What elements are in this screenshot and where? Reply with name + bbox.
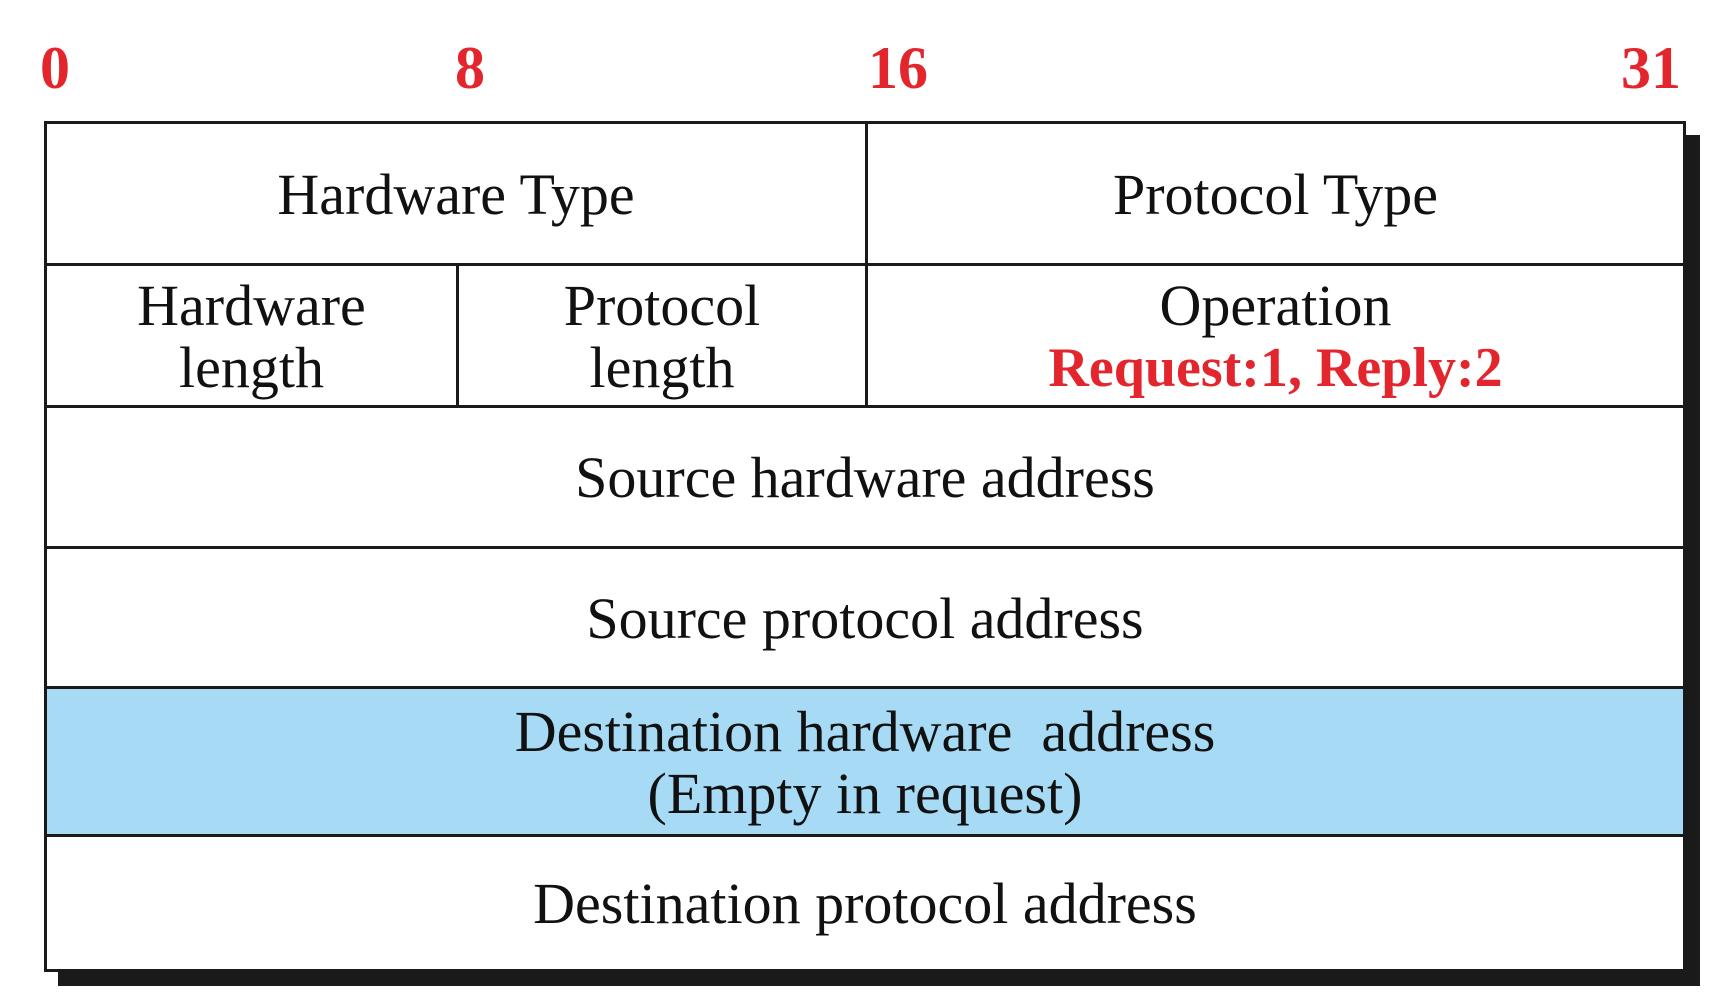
field-label: length bbox=[589, 334, 735, 400]
field-label: Hardware Type bbox=[277, 161, 635, 227]
field-hardware-length: Hardware length bbox=[47, 266, 456, 405]
packet-row-destination-hardware: Destination hardware address (Empty in r… bbox=[47, 686, 1683, 834]
field-operation: Operation Request:1, Reply:2 bbox=[865, 266, 1683, 405]
field-label: Protocol bbox=[563, 272, 761, 338]
field-protocol-length: Protocol length bbox=[456, 266, 865, 405]
field-source-hardware-address: Source hardware address bbox=[47, 408, 1683, 546]
field-label: Source protocol address bbox=[586, 585, 1144, 651]
packet-row-source-hardware: Source hardware address bbox=[47, 405, 1683, 546]
bit-label-16: 16 bbox=[868, 35, 928, 101]
field-label: length bbox=[179, 334, 324, 400]
field-hardware-type: Hardware Type bbox=[47, 124, 865, 263]
field-label: Protocol Type bbox=[1112, 161, 1439, 227]
field-protocol-type: Protocol Type bbox=[865, 124, 1683, 263]
field-label: Operation bbox=[1159, 272, 1392, 338]
field-note: (Empty in request) bbox=[647, 760, 1083, 826]
arp-packet-format: Hardware Type Protocol Type Hardware len… bbox=[44, 121, 1686, 972]
bit-label-8: 8 bbox=[455, 35, 485, 101]
field-source-protocol-address: Source protocol address bbox=[47, 549, 1683, 686]
bit-label-0: 0 bbox=[40, 35, 70, 101]
packet-row-types: Hardware Type Protocol Type bbox=[47, 124, 1683, 263]
field-label: Source hardware address bbox=[575, 445, 1155, 510]
operation-values: Request:1, Reply:2 bbox=[1048, 336, 1503, 399]
field-label: Destination hardware address bbox=[514, 698, 1216, 764]
bit-label-31: 31 bbox=[1621, 35, 1681, 101]
field-destination-protocol-address: Destination protocol address bbox=[47, 837, 1683, 969]
packet-row-source-protocol: Source protocol address bbox=[47, 546, 1683, 686]
field-label: Hardware bbox=[137, 272, 366, 338]
field-destination-hardware-address: Destination hardware address (Empty in r… bbox=[47, 689, 1683, 834]
packet-row-lengths-operation: Hardware length Protocol length Operatio… bbox=[47, 263, 1683, 405]
field-label: Destination protocol address bbox=[533, 871, 1197, 936]
packet-row-destination-protocol: Destination protocol address bbox=[47, 834, 1683, 969]
